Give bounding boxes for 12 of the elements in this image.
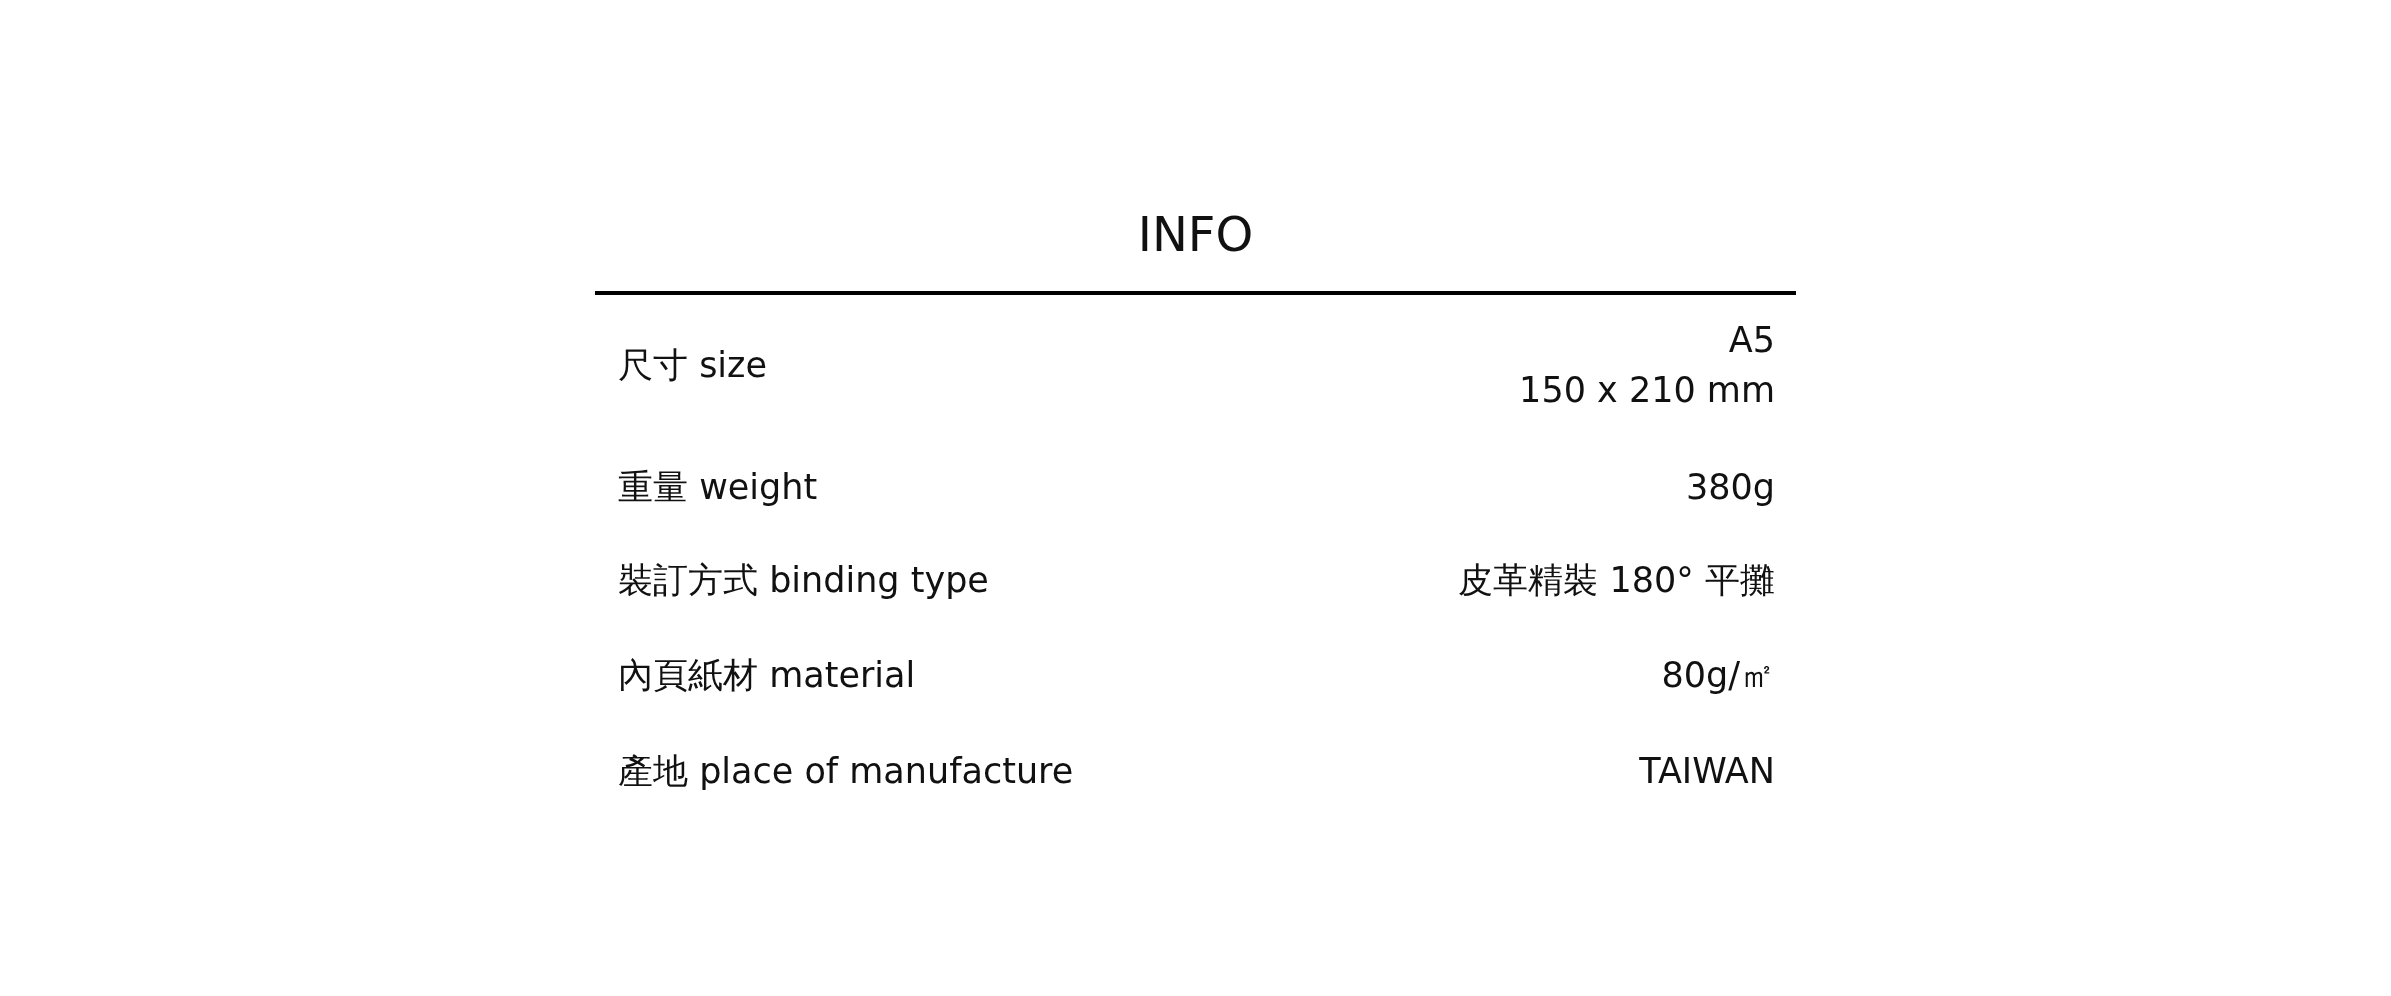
row-value: 皮革精裝 180° 平攤: [1458, 563, 1775, 598]
title: INFO: [1137, 206, 1254, 262]
row-label: 重量 weight: [618, 470, 818, 505]
row-label: 內頁紙材 material: [618, 658, 916, 693]
row-label: 尺寸 size: [618, 348, 767, 383]
row-value: 380g: [1685, 470, 1775, 505]
row-value: TAIWAN: [1639, 754, 1775, 789]
row-value: 150 x 210 mm: [1519, 373, 1775, 408]
row-label: 產地 place of manufacture: [618, 754, 1074, 789]
row-label: 裝訂方式 binding type: [618, 563, 989, 598]
row-value: A5: [1728, 323, 1775, 358]
row-value: 80g/㎡: [1661, 658, 1775, 693]
